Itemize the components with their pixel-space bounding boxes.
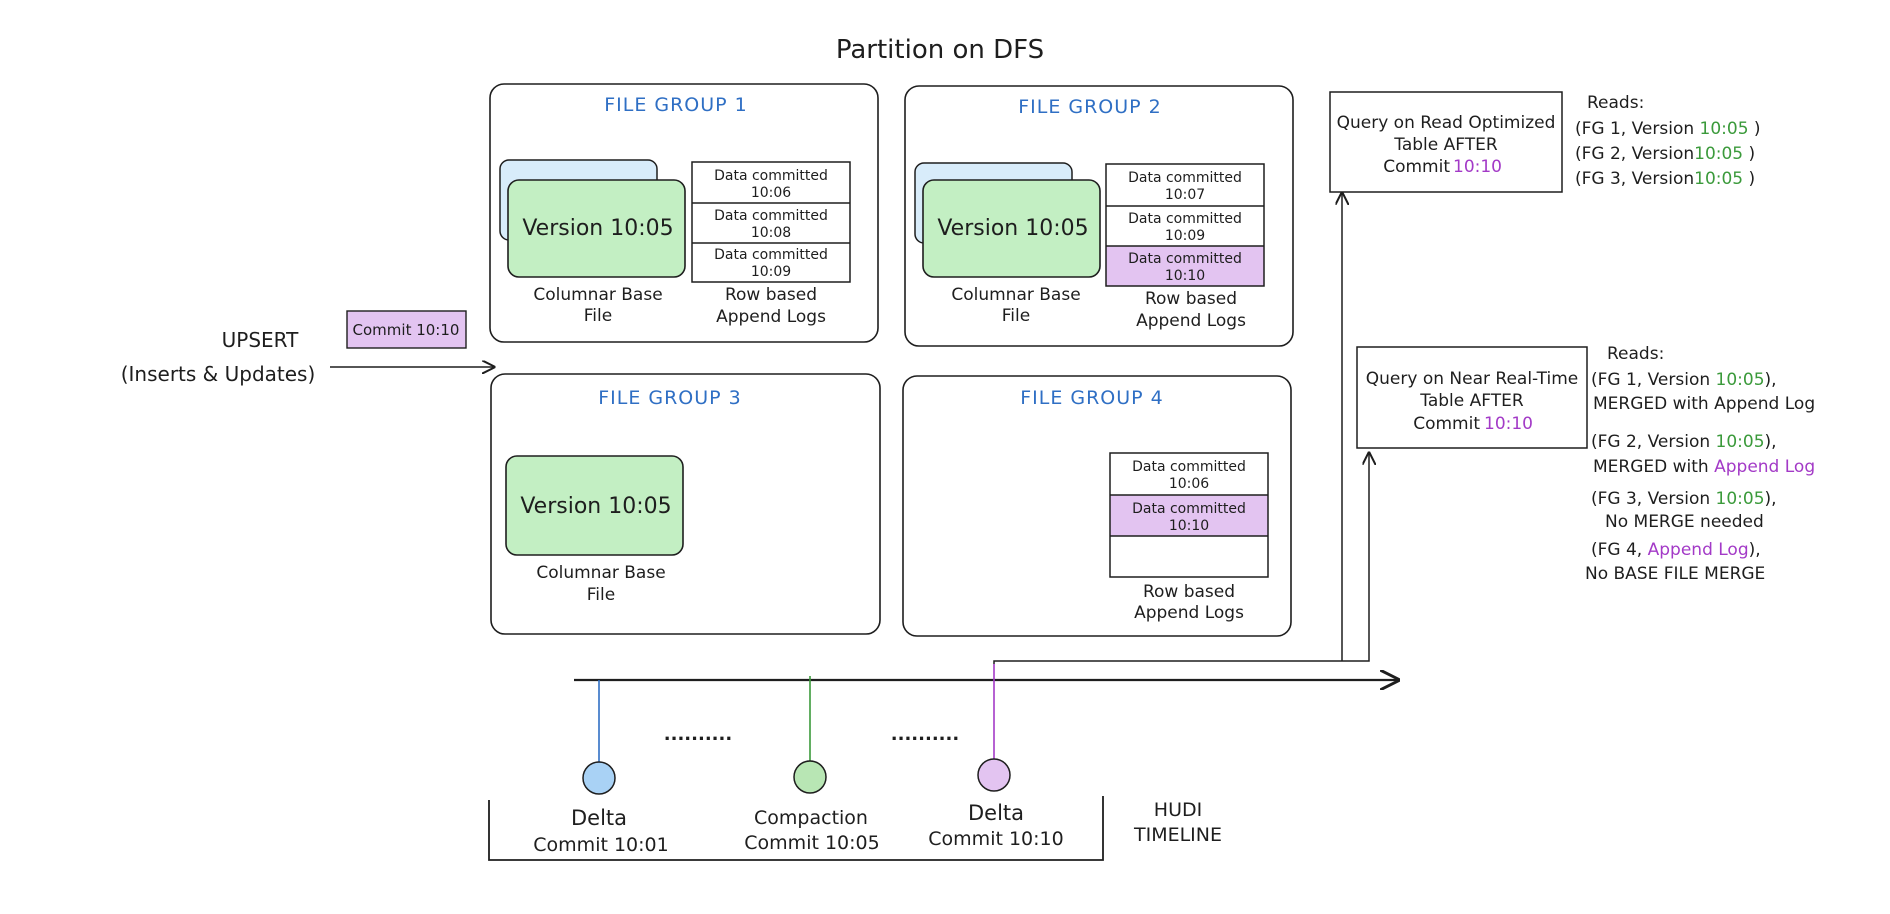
commit-badge [346, 310, 467, 349]
commit-label: Commit 10:01 [533, 834, 668, 856]
file-group-2-title: FILE GROUP 2 [1018, 96, 1162, 118]
log-entry: Data committed [714, 168, 828, 184]
base-file-label: File [584, 306, 612, 326]
ro-read-line: (FG 3, Version10:05 ) [1575, 169, 1755, 189]
rt-read-line: MERGED with Append Log [1593, 394, 1815, 414]
base-file-version: Version 10:05 [520, 494, 671, 519]
log-label: Append Logs [1136, 311, 1246, 331]
ro-query-commit: 10:10 [1453, 157, 1502, 177]
timeline-bracket [488, 796, 1104, 861]
base-file-label: File [587, 585, 615, 605]
compaction-commit-pin [793, 760, 827, 794]
hudi-timeline: .......... .......... Delta Commit 10:01… [488, 664, 1398, 861]
log-entry-time: 10:06 [751, 185, 791, 201]
ro-query-text: Query on Read Optimized [1337, 113, 1556, 133]
near-real-time-query: Query on Near Real-Time Table AFTER Comm… [1356, 344, 1815, 584]
log-entry: Data committed [1128, 211, 1242, 227]
timeline-label: TIMELINE [1133, 824, 1222, 846]
upsert-label: UPSERT [222, 328, 299, 352]
rt-read-line: (FG 1, Version 10:05), [1591, 370, 1777, 390]
log-entry: Data committed [714, 247, 828, 263]
append-log-stack [1109, 452, 1269, 578]
log-label: Append Logs [1134, 603, 1244, 623]
commit-label: Delta [571, 806, 627, 830]
log-entry-time: 10:08 [751, 225, 791, 241]
log-label: Row based [1145, 289, 1237, 309]
base-file [922, 179, 1101, 278]
rt-query-text: Table AFTER [1419, 391, 1524, 411]
append-log-stack [1105, 163, 1265, 287]
base-file [505, 455, 684, 556]
log-entry-time: 10:09 [751, 264, 791, 280]
delta-commit-pin [977, 758, 1011, 792]
file-group-3-title: FILE GROUP 3 [598, 387, 742, 409]
log-entry-time: 10:10 [1169, 518, 1209, 534]
commit-label: Commit 10:10 [928, 828, 1063, 850]
read-optimized-query: Query on Read Optimized Table AFTER Comm… [1329, 91, 1761, 193]
delta-commit-pin [582, 761, 616, 795]
upsert-sub: (Inserts & Updates) [121, 362, 316, 386]
commit-badge-label: Commit 10:10 [353, 321, 460, 339]
log-entry-time: 10:09 [1165, 228, 1205, 244]
commit-label: Compaction [754, 807, 868, 829]
file-group-1-title: FILE GROUP 1 [604, 94, 748, 116]
timeline-ellipsis: .......... [891, 724, 959, 745]
base-file-label: Columnar Base [951, 285, 1080, 305]
log-label: Append Logs [716, 307, 826, 327]
file-group-1: FILE GROUP 1 Version 10:05 Columnar Base… [489, 83, 879, 343]
base-file-version: Version 10:05 [522, 216, 673, 241]
log-entry-time: 10:10 [1165, 268, 1205, 284]
rt-query-text: Commit [1413, 414, 1480, 434]
commit-label: Delta [968, 801, 1024, 825]
file-group-3: FILE GROUP 3 Version 10:05 Columnar Base… [490, 373, 881, 635]
rt-reads-title: Reads: [1607, 344, 1664, 364]
rt-read-line: No BASE FILE MERGE [1585, 564, 1765, 584]
log-entry: Data committed [1132, 459, 1246, 475]
commit-label: Commit 10:05 [744, 832, 879, 854]
base-file-label: Columnar Base [533, 285, 662, 305]
log-entry: Data committed [1132, 501, 1246, 517]
ro-query-box [1329, 91, 1563, 193]
ro-reads-title: Reads: [1587, 93, 1644, 113]
timeline-label: HUDI [1154, 799, 1202, 821]
log-label: Row based [1143, 582, 1235, 602]
file-group-4: FILE GROUP 4 Data committed 10:06 Data c… [902, 375, 1292, 637]
rt-query-box [1356, 346, 1588, 449]
ro-read-line: (FG 1, Version 10:05 ) [1575, 119, 1761, 139]
ro-query-text: Table AFTER [1393, 135, 1498, 155]
file-group-2: FILE GROUP 2 Version 10:05 Columnar Base… [904, 85, 1294, 347]
ro-query-text: Commit [1383, 157, 1450, 177]
file-group-4-title: FILE GROUP 4 [1020, 387, 1164, 409]
rt-read-line: MERGED with Append Log [1593, 457, 1815, 477]
rt-query-arrow [993, 453, 1369, 664]
rt-query-commit: 10:10 [1484, 414, 1533, 434]
log-entry-time: 10:06 [1169, 476, 1209, 492]
log-entry-time: 10:07 [1165, 187, 1205, 203]
base-file [507, 179, 686, 278]
rt-read-line: (FG 3, Version 10:05), [1591, 489, 1777, 509]
base-file-version: Version 10:05 [937, 216, 1088, 241]
diagram-title: Partition on DFS [836, 35, 1044, 65]
rt-read-line: No MERGE needed [1605, 512, 1764, 532]
upsert-input: UPSERT (Inserts & Updates) Commit 10:10 [121, 310, 494, 386]
rt-query-text: Query on Near Real-Time [1366, 369, 1578, 389]
log-entry: Data committed [1128, 251, 1242, 267]
base-file-label: File [1002, 306, 1030, 326]
rt-read-line: (FG 2, Version 10:05), [1591, 432, 1777, 452]
log-label: Row based [725, 285, 817, 305]
log-entry: Data committed [1128, 170, 1242, 186]
log-entry: Data committed [714, 208, 828, 224]
base-file-label: Columnar Base [536, 563, 665, 583]
rt-read-line: (FG 4, Append Log), [1591, 540, 1761, 560]
timeline-ellipsis: .......... [664, 724, 732, 745]
ro-read-line: (FG 2, Version10:05 ) [1575, 144, 1755, 164]
append-log-stack [691, 161, 851, 283]
